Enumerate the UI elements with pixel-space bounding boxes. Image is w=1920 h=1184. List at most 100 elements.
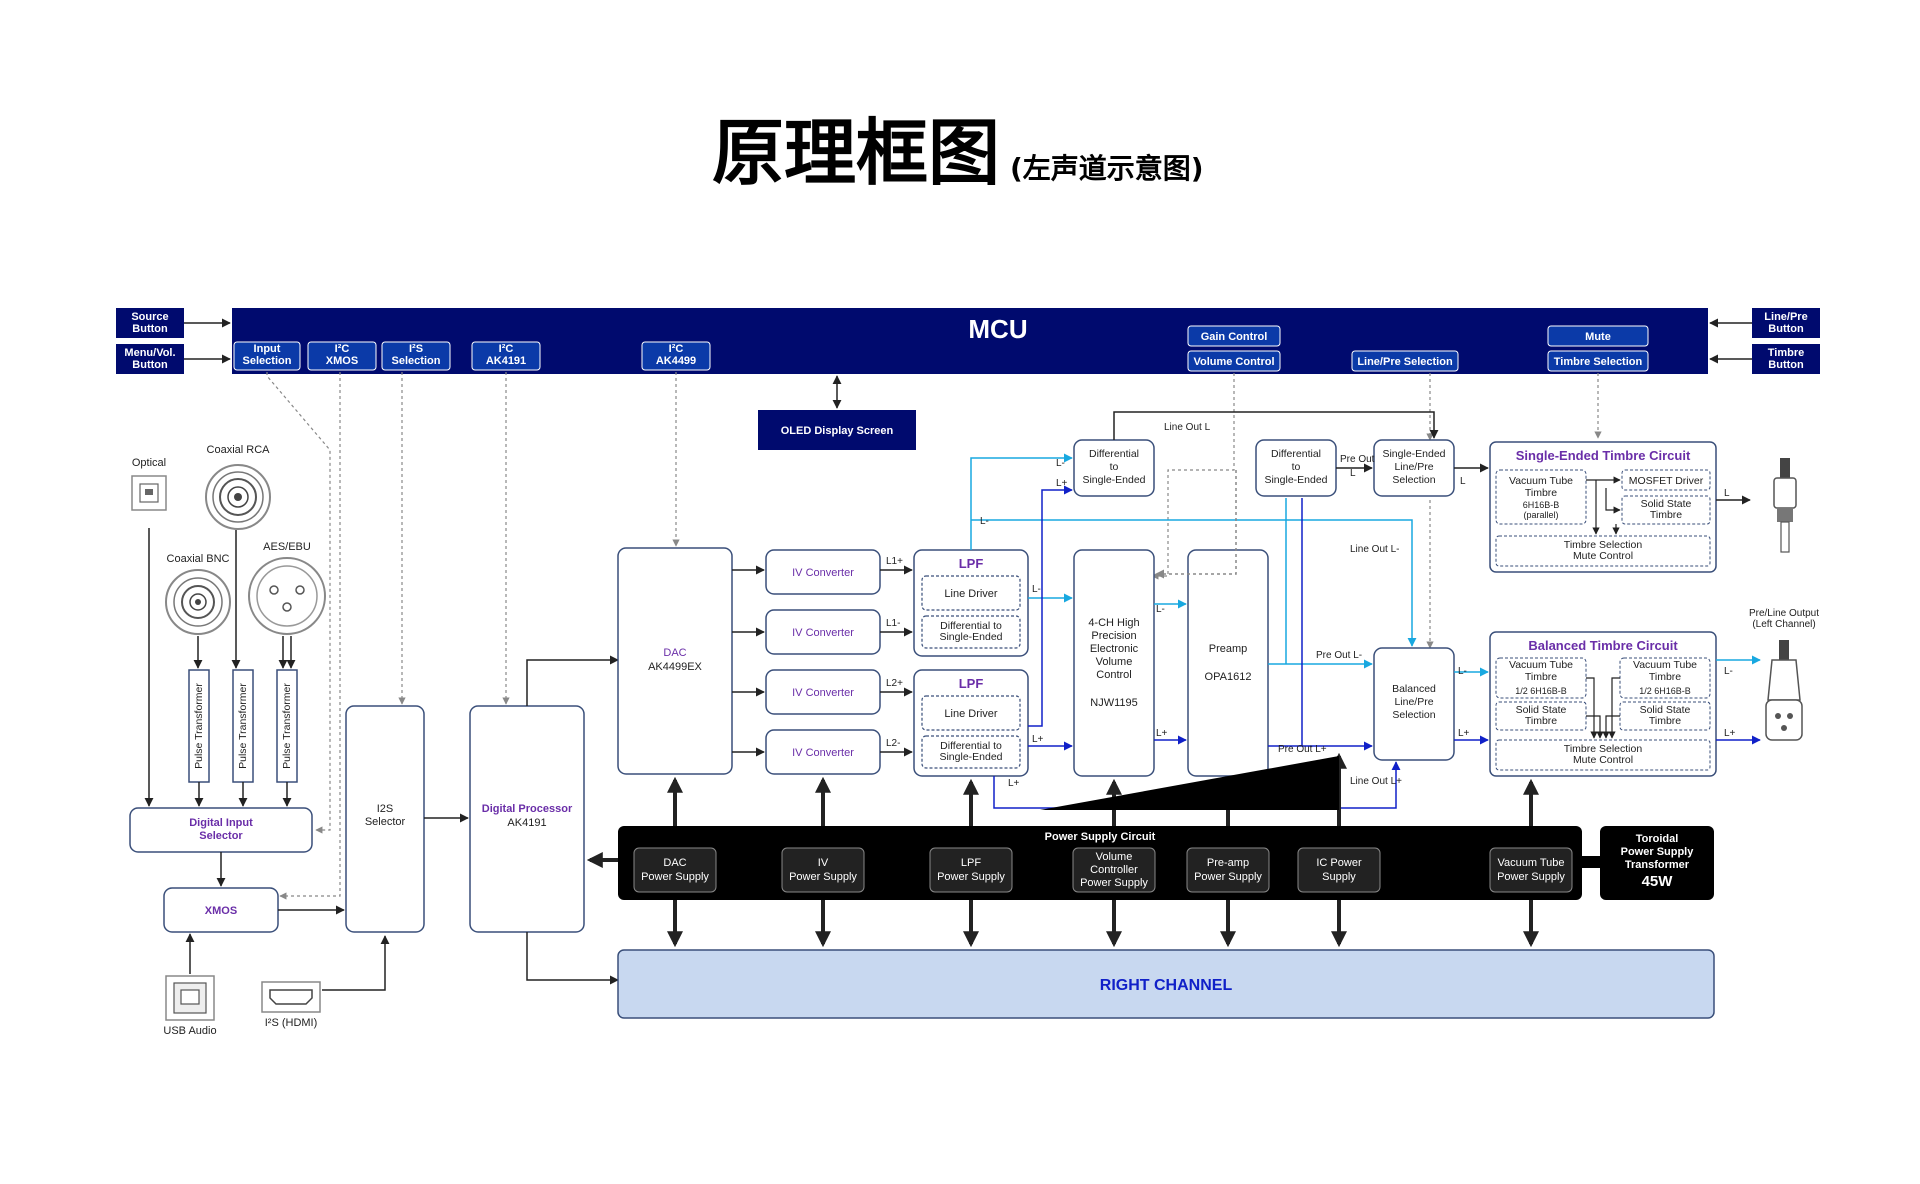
oled-label: OLED Display Screen: [781, 425, 894, 437]
toroidal-transformer: [1600, 826, 1714, 900]
mosfet-driver-label: MOSFET Driver: [1629, 475, 1704, 487]
usb-audio-label: USB Audio: [163, 1025, 216, 1037]
bal-tube-2-model: 1/2 6H16B-B: [1639, 686, 1691, 696]
preamp-box: [1187, 549, 1269, 777]
iv-converter-2-label: IV Converter: [792, 627, 854, 639]
mcu-tag-i2c-ak4191: [471, 341, 541, 371]
mcu-tag-volume-control-label: Volume Control: [1193, 356, 1274, 368]
optical-label: Optical: [132, 457, 166, 469]
sig-l-b: L: [1724, 488, 1730, 499]
mcu-tag-timbre-selection-label: Timbre Selection: [1554, 356, 1643, 368]
coaxial-bnc-label: Coaxial BNC: [167, 553, 230, 565]
menu-vol-button[interactable]: [116, 344, 184, 374]
power-supply-title: Power Supply Circuit: [1045, 831, 1156, 843]
coaxial-rca-connector-icon: [205, 464, 271, 530]
lpf-2-line-driver: Line Driver: [944, 708, 998, 720]
pulse-transformer-3-label: Pulse Transformer: [281, 683, 293, 769]
aes-ebu-connector-icon: [248, 557, 326, 635]
sig-line-out-lp: Line Out L+: [1350, 776, 1402, 787]
preamp-label: Preamp: [1209, 643, 1248, 655]
optical-connector-icon: [131, 475, 167, 511]
volume-control-box: [1073, 549, 1155, 777]
mcu-tag-i2s-selection: [381, 341, 451, 371]
sig-lm-a: L-: [1056, 458, 1065, 469]
sig-lp-e: L+: [1008, 778, 1020, 789]
se-timbre-title: Single-Ended Timbre Circuit: [1516, 448, 1691, 463]
power-tube: [1489, 847, 1573, 893]
mcu-tag-gain-control: [1187, 325, 1281, 347]
sig-l1m: L1-: [886, 618, 900, 629]
rca-output-plug-icon: [1773, 458, 1797, 553]
sig-lm-c: L-: [1032, 584, 1041, 595]
bal-solid-state-2-box: [1619, 701, 1711, 731]
lpf-2-box: [913, 669, 1029, 777]
bal-solid-state-1-box: [1495, 701, 1587, 731]
sig-l2p: L2+: [886, 678, 903, 689]
source-button[interactable]: [116, 308, 184, 338]
bal-tube-1-model: 1/2 6H16B-B: [1515, 686, 1567, 696]
lpf-2-title: LPF: [959, 676, 984, 691]
se-solid-state-box: [1621, 495, 1711, 525]
lpf-1-box: [913, 549, 1029, 657]
xmos-label: XMOS: [205, 905, 237, 917]
bal-line-pre-selection: [1373, 647, 1455, 761]
output-label: Pre/Line Output(Left Channel): [1749, 608, 1819, 630]
bal-vacuum-tube-1-box: [1495, 657, 1587, 699]
page-subtitle: (左声道示意图): [1010, 152, 1204, 185]
sig-line-out-lm: Line Out L-: [1350, 544, 1399, 555]
xlr-output-plug-icon: [1765, 640, 1803, 741]
line-pre-button[interactable]: [1752, 308, 1820, 338]
oled-display: [758, 410, 916, 450]
mcu-tag-line-pre-selection: [1351, 350, 1459, 372]
se-vacuum-tube-box: [1495, 469, 1587, 525]
volume-control-chip: NJW1195: [1090, 697, 1137, 709]
sig-lp-a: L+: [1056, 478, 1068, 489]
page-title: 原理框图: [712, 111, 1000, 195]
power-preamp: [1186, 847, 1270, 893]
digital-processor-label: Digital Processor: [482, 803, 573, 815]
pulse-transformers: Pulse Transformer Pulse Transformer Puls…: [188, 669, 298, 783]
timbre-button[interactable]: [1752, 344, 1820, 374]
iv-converter-1: [765, 549, 881, 595]
bal-timbre-title: Balanced Timbre Circuit: [1528, 638, 1678, 653]
coaxial-rca-label: Coaxial RCA: [207, 444, 271, 456]
lpf-1-line-driver: Line Driver: [944, 588, 998, 600]
mcu-tag-mute-label: Mute: [1585, 331, 1611, 343]
sig-lm-f: L-: [1458, 666, 1467, 677]
sig-lp-f: L+: [1458, 728, 1470, 739]
mcu-tag-volume-control: [1187, 350, 1281, 372]
lpf-1-title: LPF: [959, 556, 984, 571]
pulse-transformer-2-label: Pulse Transformer: [237, 683, 249, 769]
mcu-label: MCU: [968, 314, 1027, 344]
sig-lp-g: L+: [1724, 728, 1736, 739]
mosfet-driver-box: [1621, 469, 1711, 491]
coaxial-bnc-connector-icon: [165, 569, 231, 635]
